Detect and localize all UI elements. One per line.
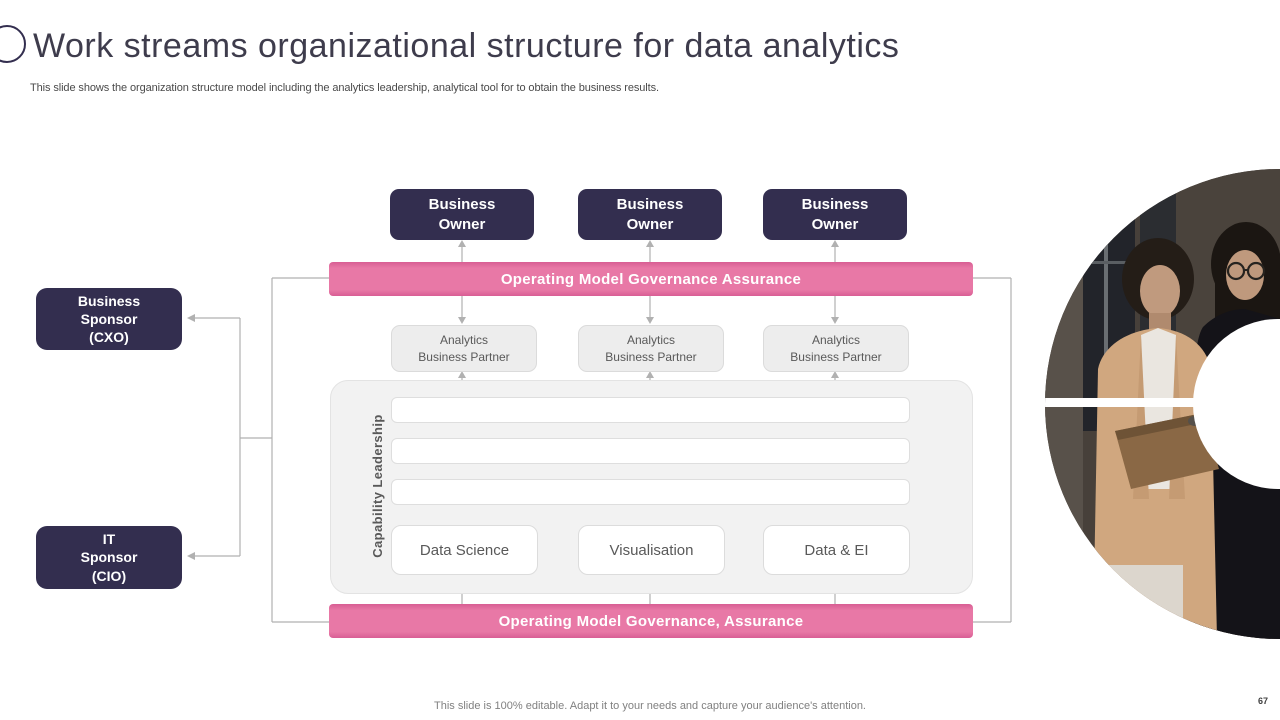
- photo-circle-graphic: [1045, 169, 1280, 639]
- business-owner-box-2: Business Owner: [578, 189, 722, 240]
- business-sponsor-box: Business Sponsor (CXO): [36, 288, 182, 350]
- tool-box-data-science: Data Science: [391, 525, 538, 575]
- capability-row-2: [391, 438, 910, 464]
- capability-leadership-label: Capability Leadership: [369, 414, 385, 558]
- footer-note: This slide is 100% editable. Adapt it to…: [434, 700, 866, 712]
- business-owner-box-1: Business Owner: [390, 189, 534, 240]
- tool-box-data-ei: Data & EI: [763, 525, 910, 575]
- tool-box-visualisation: Visualisation: [578, 525, 725, 575]
- analytics-partner-box-3: Analytics Business Partner: [763, 325, 909, 372]
- page-title: Work streams organizational structure fo…: [33, 27, 900, 65]
- page-subtitle: This slide shows the organization struct…: [30, 82, 659, 94]
- it-sponsor-box: IT Sponsor (CIO): [36, 526, 182, 589]
- top-governance-bar: Operating Model Governance Assurance: [329, 262, 973, 296]
- capability-row-3: [391, 479, 910, 505]
- analytics-partner-box-1: Analytics Business Partner: [391, 325, 537, 372]
- analytics-partner-box-2: Analytics Business Partner: [578, 325, 724, 372]
- page-number: 67: [1257, 696, 1268, 706]
- bottom-governance-bar: Operating Model Governance, Assurance: [329, 604, 973, 638]
- capability-row-1: [391, 397, 910, 423]
- business-owner-box-3: Business Owner: [763, 189, 907, 240]
